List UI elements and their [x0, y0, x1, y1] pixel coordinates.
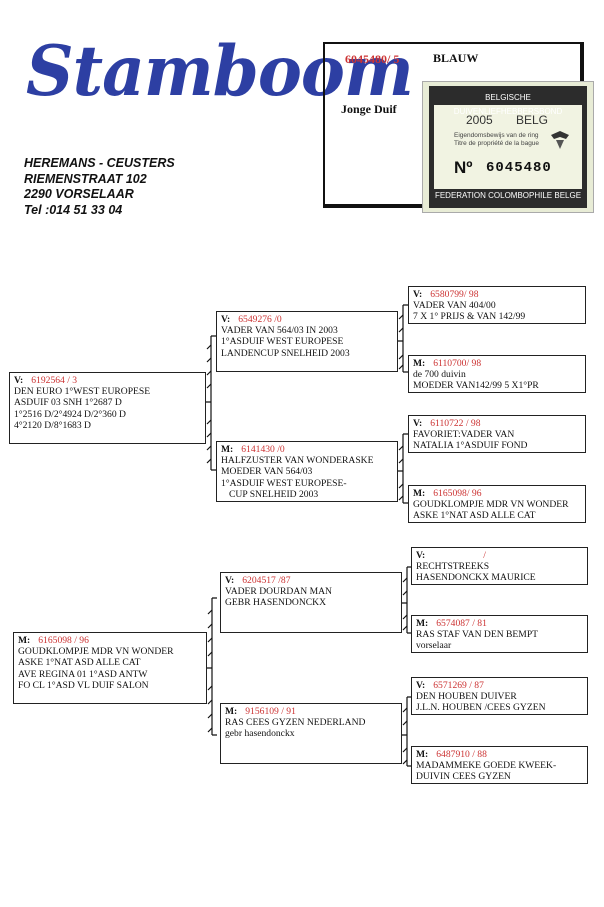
owner-city: 2290 VORSELAAR: [24, 187, 134, 201]
sire-sire-info-2: 1°ASDUIF WEST EUROPESE: [221, 336, 344, 348]
sdd-info-1: GOUDKLOMPJE MDR VN WONDER: [413, 499, 569, 511]
card-ownership-text: Eigendomsbewijs van de ring Titre de pro…: [454, 132, 540, 147]
sire-info-4: 4°2120 D/8°1683 D: [14, 419, 91, 431]
ssd-ring: 6110700/ 98: [433, 358, 482, 369]
sdd-ring: 6165098/ 96: [433, 488, 482, 499]
dsd-label: M:: [416, 618, 429, 629]
sds-info-1: FAVORIET:VADER VAN: [413, 429, 515, 441]
ddd-info-1: MADAMMEKE GOEDE KWEEK-: [416, 760, 557, 772]
sdd-label: M:: [413, 488, 426, 499]
card-year: 2005: [466, 113, 493, 127]
sss-info-1: VADER VAN 404/00: [413, 300, 496, 312]
sire-sire-info-3: LANDENCUP SNELHEID 2003: [221, 347, 350, 359]
sds-label: V:: [413, 418, 423, 429]
ring-info-box: 6045480/ 5 BLAUW Jonge Duif BELGISCHE DU…: [323, 42, 594, 213]
dam-info-3: AVE REGINA 01 1°ASD ANTW: [18, 668, 148, 680]
dss-label: V:: [416, 550, 426, 561]
dam-info-2: ASKE 1°NAT ASD ALLE CAT: [18, 657, 141, 669]
pedigree-dam-dam: M:9156109 / 91 RAS CEES GYZEN NEDERLAND …: [220, 703, 402, 764]
pedigree-dam-dam-sire: V: 6571269 / 87 DEN HOUBEN DUIVER J.L.N. …: [411, 677, 588, 715]
sire-info-1: DEN EURO 1°WEST EUROPESE: [14, 386, 151, 398]
pedigree-dam-sire-sire: V: / RECHTSTREEKS HASENDONCKX MAURICE: [411, 547, 588, 585]
pedigree-sire-sire: V: 6549276 /0 VADER VAN 564/03 IN 2003 1°…: [216, 311, 398, 372]
pedigree-dam: M: 6165098 / 96 GOUDKLOMPJE MDR VN WONDER…: [13, 632, 207, 704]
dsd-info-2: vorselaar: [416, 640, 452, 652]
ddd-info-2: DUIVIN CEES GYZEN: [416, 771, 511, 783]
card-country: BELG: [516, 113, 549, 127]
sss-label: V:: [413, 289, 423, 300]
dds-label: V:: [416, 680, 426, 691]
ring-type: Jonge Duif: [341, 102, 397, 116]
pedigree-sire-sire-sire: V: 6580799/ 98 VADER VAN 404/00 7 X 1° PR…: [408, 286, 586, 324]
dam-sire-info-2: GEBR HASENDONCKX: [225, 597, 327, 609]
sire-sire-label: V:: [221, 314, 231, 325]
dss-info-1: RECHTSTREEKS: [416, 561, 490, 573]
dds-ring: 6571269 / 87: [433, 680, 484, 691]
dam-dam-info-2: gebr hasendonckx: [225, 728, 295, 740]
dam-info-4: FO CL 1°ASD VL DUIF SALON: [18, 679, 149, 691]
pedigree-sire-dam: M: 6141430 /0 HALFZUSTER VAN WONDERASKE M…: [216, 441, 398, 502]
dam-dam-ring: 9156109 / 91: [245, 706, 296, 717]
dam-sire-info-1: VADER DOURDAN MAN: [225, 586, 332, 598]
pedigree-dam-sire: V: 6204517 /87 VADER DOURDAN MAN GEBR HAS…: [220, 572, 402, 633]
dam-sire-ring: 6204517 /87: [242, 575, 291, 586]
card-ring-number: 6045480: [486, 160, 552, 176]
ssd-label: M:: [413, 358, 426, 369]
dam-dam-label: M:: [225, 706, 238, 717]
card-no-label: Nº: [454, 158, 473, 177]
sire-ring: 6192564 / 3: [31, 375, 78, 386]
owner-address: HEREMANS - CEUSTERS RIEMENSTRAAT 102 229…: [24, 156, 175, 218]
sire-dam-label: M:: [221, 444, 234, 455]
sire-info-2: ASDUIF 03 SNH 1°2687 D: [14, 397, 122, 409]
sire-sire-ring: 6549276 /0: [238, 314, 282, 325]
dsd-ring: 6574087 / 81: [436, 618, 487, 629]
pedigree-sire: V: 6192564 / 3 DEN EURO 1°WEST EUROPESE A…: [9, 372, 206, 444]
dam-label: M:: [18, 635, 31, 646]
dsd-info-1: RAS STAF VAN DEN BEMPT: [416, 629, 539, 641]
sdd-info-2: ASKE 1°NAT ASD ALLE CAT: [413, 510, 536, 522]
sss-ring: 6580799/ 98: [430, 289, 479, 300]
dss-ring: /: [483, 550, 486, 561]
dam-dam-info-1: RAS CEES GYZEN NEDERLAND: [225, 717, 366, 729]
dam-info-1: GOUDKLOMPJE MDR VN WONDER: [18, 646, 174, 658]
card-federation-fr: FEDERATION COLOMBOPHILE BELGE: [434, 189, 582, 203]
ring-number: 6045480/ 5: [345, 52, 400, 66]
pedigree-sire-dam-sire: V: 6110722 / 98 FAVORIET:VADER VAN NATALI…: [408, 415, 586, 453]
sire-dam-ring: 6141430 /0: [241, 444, 285, 455]
sds-info-2: NATALIA 1°ASDUIF FOND: [413, 440, 528, 452]
sds-ring: 6110722 / 98: [430, 418, 481, 429]
owner-name: HEREMANS - CEUSTERS: [24, 156, 175, 170]
page-title: Stamboom: [26, 30, 414, 112]
ring-certificate-card: BELGISCHE DUIVENLIEFHEBBERSBOND 2005 BEL…: [422, 81, 594, 213]
pedigree-sire-sire-dam: M: 6110700/ 98 de 700 duivin MOEDER VAN14…: [408, 355, 586, 393]
sire-info-3: 1°2516 D/2°4924 D/2°360 D: [14, 408, 126, 420]
dds-info-1: DEN HOUBEN DUIVER: [416, 691, 517, 703]
pedigree-dam-sire-dam: M: 6574087 / 81 RAS STAF VAN DEN BEMPT vo…: [411, 615, 588, 653]
ssd-info-2: MOEDER VAN142/99 5 X1°PR: [413, 380, 539, 392]
card-federation-nl: BELGISCHE DUIVENLIEFHEBBERSBOND: [434, 91, 582, 116]
dds-info-2: J.L.N. HOUBEN /CEES GYZEN: [416, 702, 546, 714]
dam-sire-label: V:: [225, 575, 235, 586]
dam-ring: 6165098 / 96: [38, 635, 89, 646]
owner-street: RIEMENSTRAAT 102: [24, 171, 147, 186]
sire-dam-info-2: MOEDER VAN 564/03: [221, 466, 313, 478]
ssd-info-1: de 700 duivin: [413, 369, 466, 381]
sire-dam-info-1: HALFZUSTER VAN WONDERASKE: [221, 455, 374, 467]
sire-label: V:: [14, 375, 24, 386]
dss-info-2: HASENDONCKX MAURICE: [416, 572, 536, 584]
pedigree-sire-dam-dam: M:6165098/ 96 GOUDKLOMPJE MDR VN WONDER …: [408, 485, 586, 523]
owner-phone: Tel :014 51 33 04: [24, 202, 123, 217]
sire-sire-info-1: VADER VAN 564/03 IN 2003: [221, 325, 338, 337]
pedigree-dam-dam-dam: M: 6487910 / 88 MADAMMEKE GOEDE KWEEK- DU…: [411, 746, 588, 784]
federation-logo-icon: [551, 131, 569, 149]
ring-color: BLAUW: [433, 51, 479, 65]
sire-dam-info-3: 1°ASDUIF WEST EUROPESE-: [221, 477, 347, 489]
sire-dam-info-4: CUP SNELHEID 2003: [229, 488, 319, 500]
ddd-label: M:: [416, 749, 429, 760]
sss-info-2: 7 X 1° PRIJS & VAN 142/99: [413, 311, 526, 323]
ddd-ring: 6487910 / 88: [436, 749, 487, 760]
